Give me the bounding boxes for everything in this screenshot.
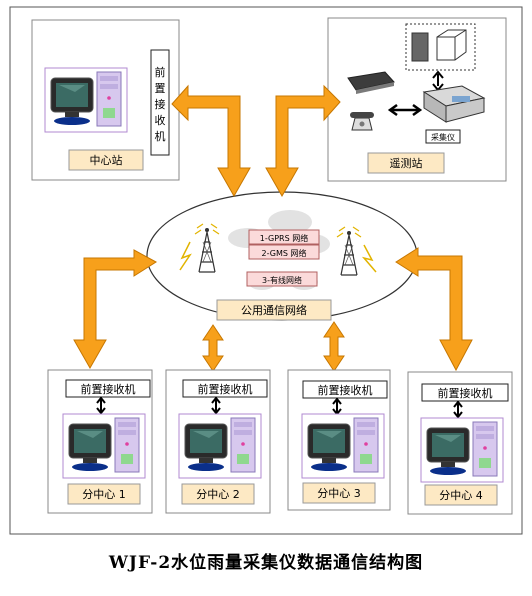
arrow-sub1 bbox=[73, 249, 157, 370]
network-item-wired bbox=[246, 271, 318, 287]
sub-center-4-label: 分中心 4 bbox=[439, 489, 483, 502]
sub-center-3-computer-icon bbox=[301, 413, 385, 479]
network-item-gprs-label: 1-GPRS 网络 bbox=[260, 233, 308, 243]
sub-center-4: 前置接收机 分中心 4 bbox=[407, 371, 513, 515]
sub-center-2-label: 分中心 2 bbox=[196, 488, 240, 501]
sub-center-1-receiver: 前置接收机 bbox=[81, 382, 136, 396]
center-station-label-box bbox=[68, 149, 144, 171]
center-receiver-box bbox=[150, 49, 170, 156]
remote-station-label-box bbox=[367, 152, 445, 174]
center-station: 前置接收机 中心站 bbox=[31, 19, 180, 181]
sub-center-3-label: 分中心 3 bbox=[317, 487, 361, 500]
center-station-label: 中心站 bbox=[90, 153, 123, 167]
telephone-icon bbox=[350, 112, 374, 131]
sub-center-4-computer-icon bbox=[420, 417, 504, 483]
arrow-center bbox=[171, 84, 251, 198]
network-label-box bbox=[216, 299, 332, 321]
network-label: 公用通信网络 bbox=[241, 303, 307, 317]
sub-center-2-receiver: 前置接收机 bbox=[198, 382, 253, 396]
sub-center-1-label: 分中心 1 bbox=[82, 488, 126, 501]
arrow-remote bbox=[265, 84, 341, 198]
center-computer-icon bbox=[44, 67, 128, 133]
remote-station: 采集仪 遥测站 bbox=[327, 17, 507, 182]
sub-center-2-computer-icon bbox=[178, 413, 262, 479]
enclosure-icon bbox=[436, 29, 467, 61]
sub-center-2: 前置接收机 分中心 2 bbox=[165, 369, 271, 514]
sub-center-1-computer-icon bbox=[62, 413, 146, 479]
diagram-caption: WJF-2水位雨量采集仪数据通信结构图 bbox=[108, 553, 424, 573]
network-item-gsm-label: 2-GMS 网络 bbox=[262, 248, 307, 258]
network-item-gsm bbox=[248, 244, 320, 260]
sub-center-1: 前置接收机 分中心 1 bbox=[47, 369, 153, 514]
data-collector-icon bbox=[422, 85, 486, 123]
remote-station-label: 遥测站 bbox=[390, 156, 423, 170]
arrow-sub4 bbox=[395, 247, 473, 372]
connection-arrows bbox=[73, 84, 473, 372]
modem-icon bbox=[347, 71, 395, 94]
network-item-wired-label: 3-有线网络 bbox=[262, 275, 302, 285]
collector-label-box bbox=[425, 129, 461, 144]
center-receiver-label: 前置接收机 bbox=[155, 65, 166, 143]
sensor-icon bbox=[411, 32, 429, 62]
sub-center-4-receiver: 前置接收机 bbox=[438, 386, 493, 400]
public-network: 1-GPRS 网络 2-GMS 网络 3-有线网络 公用通信网络 bbox=[146, 191, 418, 321]
collector-label: 采集仪 bbox=[431, 132, 455, 142]
sub-center-3: 前置接收机 分中心 3 bbox=[287, 369, 391, 511]
sub-center-3-receiver: 前置接收机 bbox=[318, 383, 373, 397]
network-item-gprs bbox=[248, 229, 320, 245]
